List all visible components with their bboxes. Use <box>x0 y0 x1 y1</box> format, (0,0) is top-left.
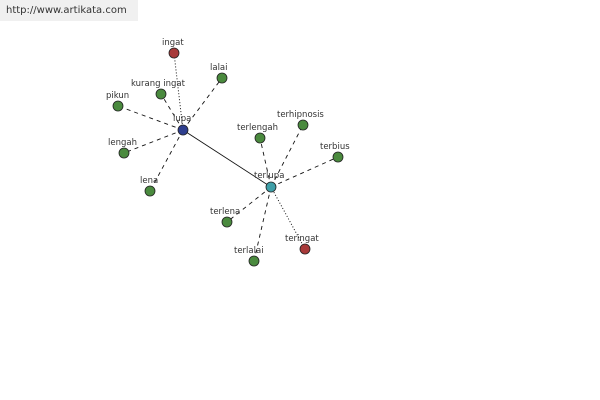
label-lengah: lengah <box>108 138 137 148</box>
label-terlengah: terlengah <box>237 123 278 133</box>
node-pikun[interactable] <box>112 100 124 112</box>
edge-lupa-ingat <box>173 52 184 131</box>
watermark-url[interactable]: http://www.artikata.com <box>0 0 138 21</box>
node-kurang-ingat[interactable] <box>155 88 167 100</box>
node-terlengah[interactable] <box>254 132 266 144</box>
node-teringat[interactable] <box>299 243 311 255</box>
label-ingat: ingat <box>162 38 184 48</box>
label-terhipnosis: terhipnosis <box>277 110 324 120</box>
node-terbius[interactable] <box>332 151 344 163</box>
label-terbius: terbius <box>320 142 350 152</box>
label-pikun: pikun <box>106 91 129 101</box>
edge-lupa-terlupa <box>182 129 272 188</box>
label-teringat: teringat <box>285 234 319 244</box>
edge-lupa-lalai <box>182 77 223 131</box>
edge-terlupa-terhipnosis <box>270 124 304 188</box>
node-lalai[interactable] <box>216 72 228 84</box>
node-lengah[interactable] <box>118 147 130 159</box>
label-kurang-ingat: kurang ingat <box>131 79 186 89</box>
edge-lupa-pikun <box>117 105 184 131</box>
edge-terlupa-terlena <box>226 186 272 223</box>
node-lena[interactable] <box>144 185 156 197</box>
label-lena: lena <box>140 176 158 186</box>
edge-lupa-lena <box>149 129 184 192</box>
edge-terlupa-terlengah <box>259 137 272 188</box>
edge-lupa-lengah <box>123 129 184 154</box>
node-terhipnosis[interactable] <box>297 119 309 131</box>
node-ingat[interactable] <box>168 47 180 59</box>
label-terlalai: terlalai <box>234 246 264 256</box>
label-terlena: terlena <box>210 207 240 217</box>
label-lalai: lalai <box>210 63 228 73</box>
label-lupa: lupa <box>173 114 191 124</box>
label-terlupa: terlupa <box>254 171 284 181</box>
node-terlupa[interactable] <box>265 181 277 193</box>
node-lupa[interactable] <box>177 124 189 136</box>
edge-lupa-kurang-ingat <box>160 93 184 131</box>
node-terlena[interactable] <box>221 216 233 228</box>
node-terlalai[interactable] <box>248 255 260 267</box>
